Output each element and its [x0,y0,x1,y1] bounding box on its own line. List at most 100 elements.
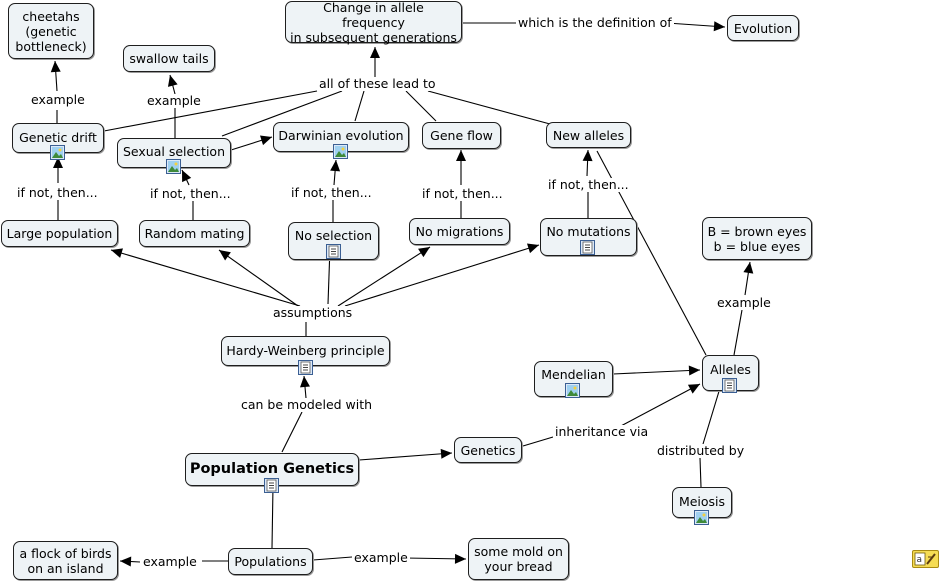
link-line [612,369,701,375]
document-icon[interactable] [722,378,737,393]
concept-label: Hardy-Weinberg principle [226,343,385,358]
link-phrase-if-not-then: if not, then... [420,186,505,201]
arrowhead [260,135,272,146]
concept-label: Evolution [733,20,793,36]
annotation-tool-icon[interactable]: a [912,550,939,568]
arrowhead [330,160,341,172]
concept-evolution[interactable]: Evolution [727,15,799,41]
link-line [427,90,551,125]
concept-swallow-tails[interactable]: swallow tails [123,45,215,72]
link-line [618,383,701,428]
image-icon[interactable] [333,144,348,159]
link-phrase-assumptions: assumptions [271,305,355,320]
concept-cheetahs[interactable]: cheetahs (genetic bottleneck) [8,3,94,59]
concept-random-mating[interactable]: Random mating [139,220,250,247]
concept-sexual-selection[interactable]: Sexual selection [117,138,231,168]
link-phrase-if-not-then: if not, then... [546,177,631,192]
concept-label: Genetic drift [19,130,97,145]
concept-populations[interactable]: Populations [228,548,313,575]
arrowhead [167,75,178,87]
arrowhead [713,21,725,32]
link-line [354,90,365,122]
concept-label: B = brown eyes b = blue eyes [707,223,807,254]
arrowhead [219,250,231,261]
link-line [281,411,303,453]
concept-label: a flock of birds on an island [19,545,112,576]
concept-gene-flow[interactable]: Gene flow [422,122,501,149]
concept-new-alleles[interactable]: New alleles [546,122,631,148]
concept-label: Genetics [460,442,516,458]
arrowhead [182,170,192,183]
link-phrase-example: example [145,93,203,108]
concept-flock-of-birds[interactable]: a flock of birds on an island [13,541,118,580]
link-line [358,452,453,461]
svg-text:a: a [917,555,923,565]
link-line [110,249,301,307]
arrowhead [687,384,700,394]
link-phrase-inheritance-via: inheritance via [553,424,651,439]
link-line [103,90,318,132]
concept-label: Population Genetics [189,461,355,477]
arrowhead [582,150,593,162]
link-phrase-example: example [29,92,87,107]
concept-label: No selection [294,228,373,243]
link-phrase-example: example [141,554,199,569]
document-icon[interactable] [264,478,279,493]
image-icon[interactable] [694,510,709,525]
concept-bread-mold[interactable]: some mold on your bread [468,538,569,580]
arrowhead [370,47,380,58]
arrowhead [300,376,310,388]
concept-label: Large population [6,226,113,241]
link-phrase-if-not-then: if not, then... [289,185,374,200]
link-phrase-definition-of: which is the definition of [516,15,674,30]
link-phrase-example: example [715,295,773,310]
arrowhead [456,150,466,161]
arrowhead [418,247,430,258]
concept-label: Alleles [710,362,751,377]
link-phrase-if-not-then: if not, then... [148,186,233,201]
concept-hardy-weinberg[interactable]: Hardy-Weinberg principle [221,336,390,366]
concept-allele-frequency-change[interactable]: Change in allele frequency in subsequent… [285,0,462,45]
link-line [344,244,540,307]
link-phrase-all-lead-to: all of these lead to [317,76,438,91]
link-line [337,246,431,307]
concept-label: Gene flow [430,128,493,143]
concept-genetics[interactable]: Genetics [454,437,522,463]
concept-label: Mendelian [541,367,606,382]
link-line [405,90,437,122]
concept-label: Change in allele frequency in subsequent… [290,0,457,45]
concept-label: Darwinian evolution [278,128,404,143]
arrowhead [53,157,63,168]
arrowhead [120,556,132,567]
arrowhead [454,553,466,564]
link-line [271,485,274,549]
concept-label: Sexual selection [122,144,225,159]
link-line [312,556,353,561]
link-line [699,457,702,488]
document-icon[interactable] [326,244,341,259]
concept-no-migrations[interactable]: No migrations [409,218,510,245]
image-icon[interactable] [50,145,65,160]
link-line [702,387,721,445]
arrowhead [440,448,452,459]
arrowhead [743,262,754,274]
arrowhead [111,248,123,258]
link-phrase-example: example [352,550,410,565]
concept-large-population[interactable]: Large population [1,220,118,247]
concept-label: No migrations [415,224,504,239]
link-phrase-if-not-then: if not, then... [15,185,100,200]
image-icon[interactable] [166,159,181,174]
link-phrase-modeled-with: can be modeled with [239,397,375,412]
link-line [218,249,299,307]
link-line [733,309,743,356]
link-phrase-distributed-by: distributed by [655,443,747,458]
image-icon[interactable] [565,383,580,398]
concept-eye-colors[interactable]: B = brown eyes b = blue eyes [702,217,812,260]
concept-label: cheetahs (genetic bottleneck) [15,8,87,54]
concept-label: Random mating [144,226,245,241]
document-icon[interactable] [298,360,313,375]
document-icon[interactable] [580,240,595,255]
concept-label: New alleles [552,127,625,143]
arrowhead [50,61,61,73]
